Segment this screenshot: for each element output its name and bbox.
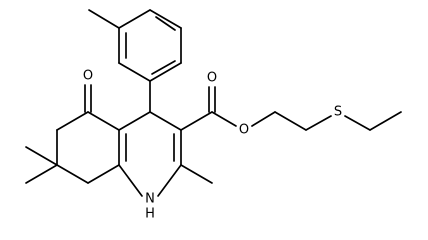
bond: [180, 111, 213, 131]
atom-label-sulfur: S: [334, 105, 342, 120]
bond: [274, 111, 307, 131]
bond: [88, 9, 120, 29]
bond: [369, 111, 402, 131]
bond: [25, 164, 58, 184]
atom-labels: O O O S N H: [83, 69, 342, 222]
bond: [118, 62, 151, 82]
bond: [149, 111, 182, 131]
bond: [87, 111, 120, 131]
bond: [157, 164, 182, 197]
bonds: [25, 9, 402, 197]
bond: [305, 115, 332, 131]
bond: [149, 62, 182, 82]
atom-label-nitrogen: N: [145, 192, 155, 207]
bond: [149, 9, 182, 29]
bond: [118, 164, 143, 197]
bond: [344, 115, 371, 131]
atom-label-ketone-oxygen: O: [83, 69, 93, 84]
bond: [118, 111, 151, 131]
bond: [56, 164, 89, 184]
atom-label-carbonyl-oxygen: O: [207, 71, 217, 86]
bond: [151, 60, 176, 75]
structure-diagram: O O O S N H: [25, 9, 402, 222]
molecule-canvas: O O O S N H: [25, 9, 402, 222]
bond: [251, 111, 276, 127]
bond: [155, 16, 176, 31]
bond: [180, 164, 213, 184]
bond: [87, 164, 120, 184]
bond: [56, 111, 89, 131]
atom-label-ester-oxygen: O: [239, 123, 249, 138]
bond: [118, 9, 151, 29]
atom-label-hydrogen: H: [145, 207, 155, 222]
bond: [211, 111, 237, 127]
bond: [25, 146, 58, 166]
